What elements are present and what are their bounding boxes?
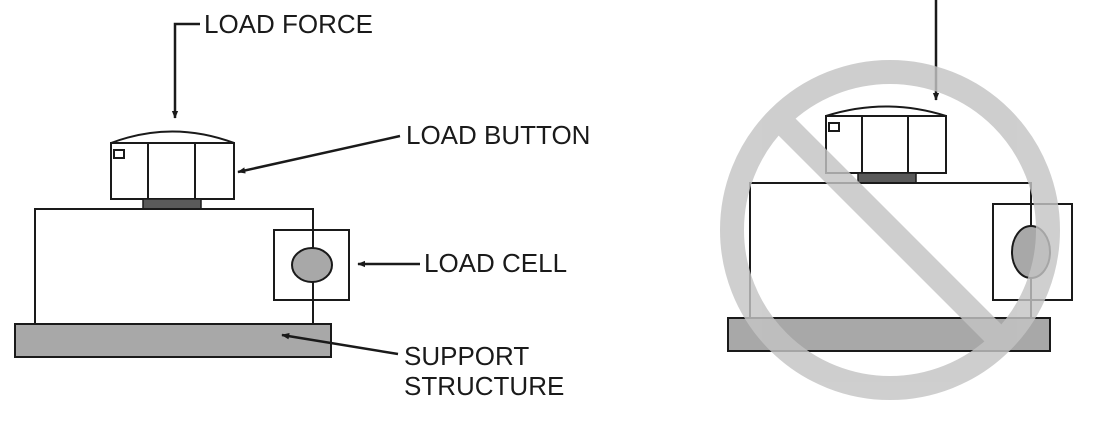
support-structure xyxy=(14,323,332,358)
support-structure-label-line1: SUPPORT xyxy=(404,341,529,371)
support-structure-label-line2: STRUCTURE xyxy=(404,371,564,401)
load-force-arrow-icon xyxy=(171,22,200,119)
load-cell-body xyxy=(34,208,314,325)
load-force-label: LOAD FORCE xyxy=(204,9,373,39)
load-cell-body xyxy=(749,182,1032,319)
load-cell-label: LOAD CELL xyxy=(424,248,567,278)
load-button-arrow-icon xyxy=(237,134,401,174)
load-cell-end-block xyxy=(273,229,350,301)
load-button xyxy=(110,130,235,210)
prohibition-icon xyxy=(720,60,1060,400)
load-button-label: LOAD BUTTON xyxy=(406,120,590,150)
support-structure-arrow-icon xyxy=(281,333,399,356)
load-button xyxy=(825,105,947,184)
incorrect-installation xyxy=(720,0,1073,400)
correct-installation: LOAD FORCE LOAD BUTTON LOAD CELL SUPPO xyxy=(14,9,590,401)
